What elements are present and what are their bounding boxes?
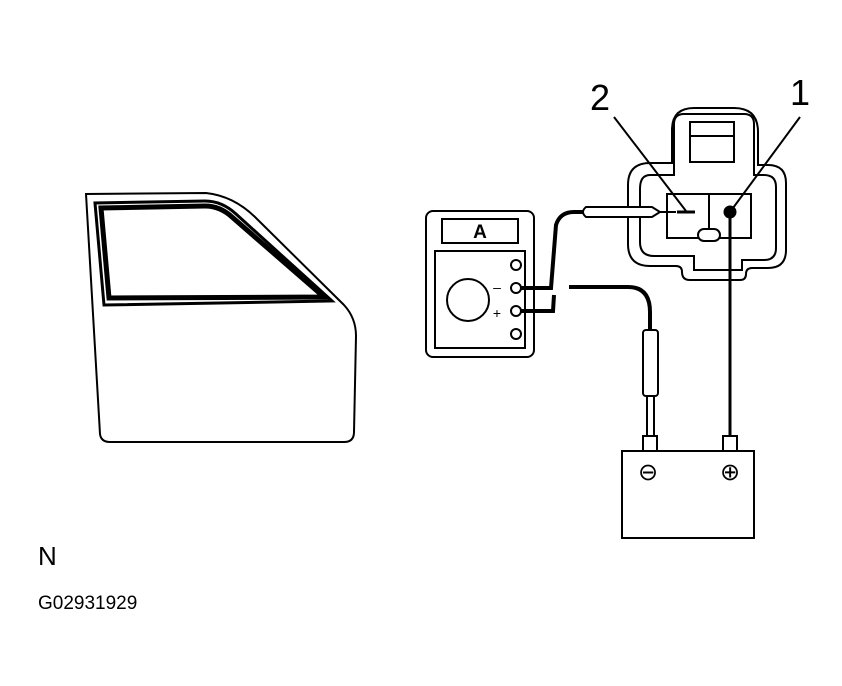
ammeter-panel [434,250,526,349]
ammeter-jack-4 [510,328,522,340]
ammeter-body [425,210,535,358]
battery: ⊖ ⊕ [621,435,755,539]
door-window-frame [93,199,336,307]
connector-key [697,228,721,242]
ammeter-display-label: A [473,222,487,243]
door-window-glass [98,203,331,301]
connector-latch [689,121,735,137]
lead-wire-plus [521,294,556,313]
battery-negative-sign: ⊖ [638,458,658,486]
ammeter: A – + [425,210,535,358]
car-door [84,191,358,443]
battery-post-positive [722,435,738,452]
lead-ammeter-plus-to-battery [521,285,659,438]
ammeter-minus-sign: – [493,279,501,295]
callout-terminal-1: 1 [790,72,810,113]
probe-handle-minus [582,206,662,218]
ammeter-jacks [510,259,522,340]
view-letter: N [38,541,57,571]
ammeter-display [441,218,519,244]
lead-wire-battery-negative [569,285,652,330]
battery-post-negative [642,435,658,452]
leader-line-terminal-1 [732,116,801,209]
connector-inner-outline [639,113,777,271]
ammeter-jack-1 [510,259,522,271]
ammeter-plus-sign: + [493,305,501,321]
battery-body [621,450,755,539]
leader-line-terminal-2 [613,116,687,212]
probe-wire-minus [521,210,586,290]
callout-terminal-2: 2 [590,77,610,118]
figure-code: G02931929 [38,593,138,614]
connector [627,107,787,281]
callouts: 2 1 [590,72,810,212]
ammeter-jack-minus [510,282,522,294]
lead-probe-handle [642,329,659,397]
door-outline [84,191,358,443]
connector-latch-slot [689,136,735,163]
probe-terminal-2 [521,206,676,290]
battery-positive-sign: ⊕ [720,458,740,486]
ammeter-jack-plus [510,305,522,317]
ammeter-dial [446,278,490,322]
